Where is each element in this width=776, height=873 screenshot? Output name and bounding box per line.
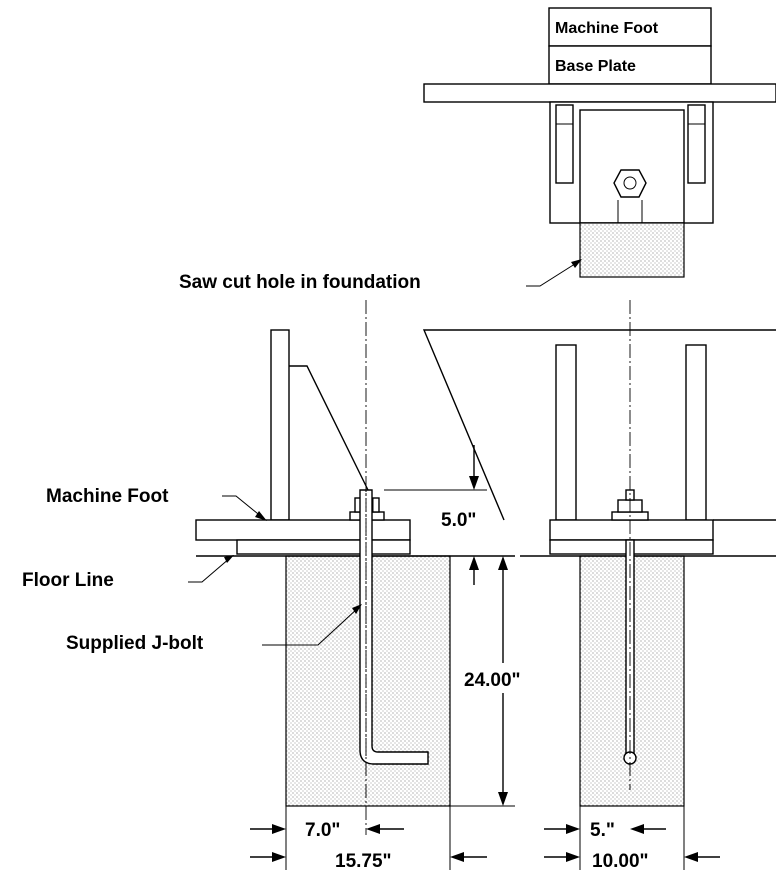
- left-vertical-plate: [270, 329, 290, 521]
- left-base-plate: [236, 539, 411, 555]
- leader-machine-foot: [222, 495, 264, 519]
- right-upright-left: [555, 344, 577, 521]
- legend-base-plate-box: [548, 45, 712, 85]
- left-elevation-view: [195, 300, 515, 835]
- dim-depth-text: 24.00": [464, 670, 521, 691]
- legend-machine-foot: Machine Foot: [555, 20, 659, 37]
- leader-j-bolt: [262, 607, 359, 646]
- dim-right-width: 10.00": [544, 851, 720, 872]
- label-saw-cut: Saw cut hole in foundation: [179, 272, 421, 293]
- left-machine-foot: [195, 519, 411, 541]
- legend-machine-foot-box: [548, 7, 712, 47]
- top-base-plate: [423, 83, 776, 103]
- left-gusset: [289, 365, 369, 491]
- top-plan-view: Machine Foot Base Plate: [423, 7, 776, 278]
- dim-left-width: 15.75": [250, 851, 487, 872]
- top-slot-right: [687, 104, 706, 184]
- label-j-bolt: Supplied J-bolt: [66, 633, 204, 654]
- label-floor-line: Floor Line: [22, 570, 114, 591]
- dim-bolt-projection: 5.0": [384, 445, 487, 585]
- dim-right-offset-text: 5.": [590, 820, 615, 841]
- top-saw-cut-concrete: [579, 222, 685, 278]
- leader-floor-line: [188, 557, 231, 583]
- dim-bolt-projection-text: 5.0": [441, 510, 476, 531]
- top-slot-left: [555, 104, 574, 184]
- dim-right-width-text: 10.00": [592, 851, 649, 872]
- leader-saw-cut: [526, 261, 579, 287]
- dim-depth: 24.00": [450, 556, 545, 807]
- dim-left-offset-text: 7.0": [305, 820, 340, 841]
- right-upright-right: [685, 344, 707, 521]
- right-elevation-view: [422, 300, 776, 807]
- legend-base-plate: Base Plate: [555, 58, 636, 75]
- dim-right-offset: 5.": [544, 820, 666, 841]
- top-bolt-circle: [623, 176, 637, 190]
- dim-left-width-text: 15.75": [335, 851, 392, 872]
- label-machine-foot: Machine Foot: [46, 486, 169, 507]
- left-j-bolt: [359, 489, 429, 765]
- top-nut-hex: [613, 169, 647, 198]
- right-machine-outline: [422, 329, 776, 521]
- top-machine-foot: [549, 101, 714, 224]
- dim-left-offset: 7.0": [250, 820, 404, 841]
- right-machine-foot: [549, 519, 714, 541]
